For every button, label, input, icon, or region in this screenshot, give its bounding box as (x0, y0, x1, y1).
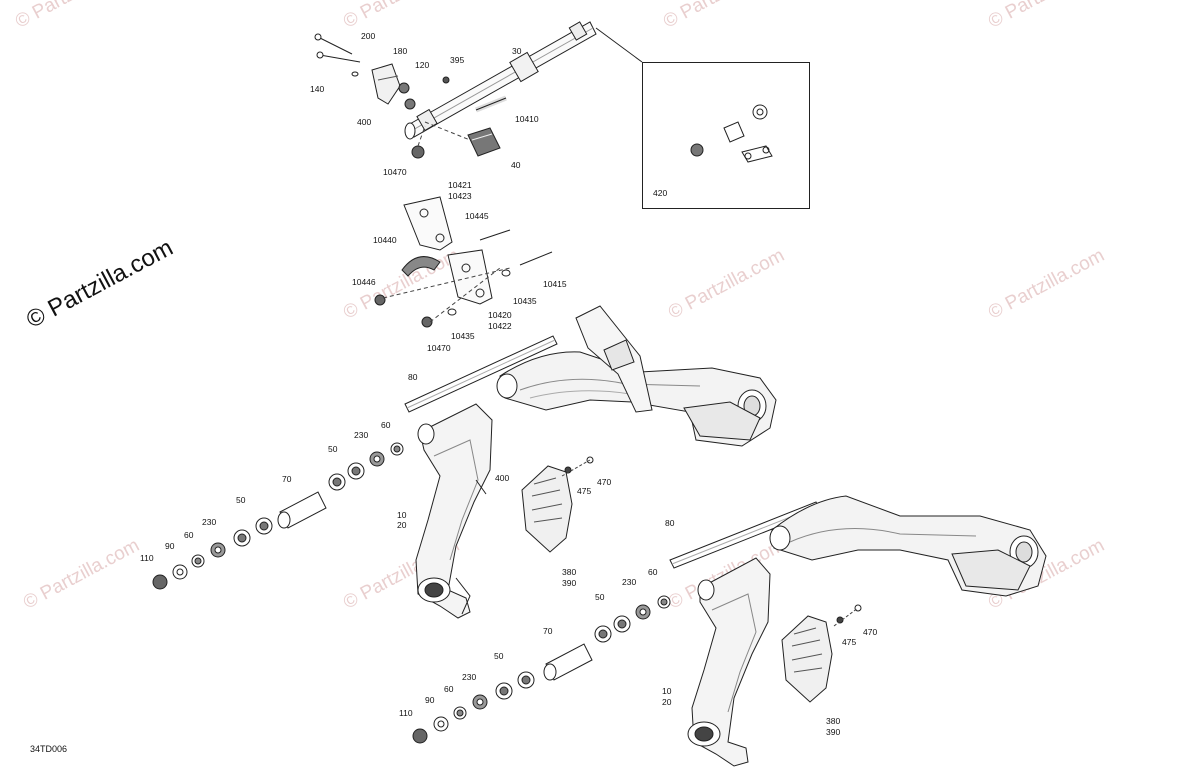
bolt-10410 (475, 95, 507, 113)
protective-cover-left (521, 465, 573, 553)
callout-label[interactable]: 50 (328, 444, 338, 454)
nut (374, 294, 433, 328)
callout-label[interactable]: 380 (562, 567, 577, 577)
callout-label[interactable]: 120 (415, 60, 430, 70)
callout-label[interactable]: 10440 (373, 235, 397, 245)
callout-label[interactable]: 90 (165, 541, 175, 551)
callout-label[interactable]: 380 (826, 716, 841, 726)
callout-label[interactable]: 475 (842, 637, 857, 647)
callout-label[interactable]: 10435 (451, 331, 475, 341)
washer (447, 269, 511, 316)
callout-label[interactable]: 10 (397, 510, 407, 520)
callout-label[interactable]: 10470 (427, 343, 451, 353)
callout-label[interactable]: 80 (408, 372, 418, 382)
link-plate-upper (403, 196, 453, 251)
callout-label[interactable]: 475 (577, 486, 592, 496)
callout-label[interactable]: 10470 (383, 167, 407, 177)
bearing-stack-lower (412, 595, 671, 744)
callout-label[interactable]: 70 (543, 626, 553, 636)
trailing-arm-lower (769, 495, 1047, 597)
bolt (314, 33, 361, 63)
callout-label[interactable]: 230 (202, 517, 217, 527)
swing-arm-left (415, 403, 493, 619)
callout-label[interactable]: 60 (381, 420, 391, 430)
bracket (371, 63, 401, 105)
callout-label[interactable]: 395 (450, 55, 465, 65)
nut (398, 82, 416, 110)
swing-arm-right (687, 557, 771, 767)
callout-label[interactable]: 400 (357, 117, 372, 127)
callout-label[interactable]: 200 (361, 31, 376, 41)
callout-label[interactable]: 60 (648, 567, 658, 577)
callout-label[interactable]: 50 (494, 651, 504, 661)
callout-label[interactable]: 420 (653, 188, 668, 198)
callout-label[interactable]: 60 (444, 684, 454, 694)
callout-label[interactable]: 60 (184, 530, 194, 540)
callout-label[interactable]: 180 (393, 46, 408, 56)
callout-label[interactable]: 10415 (543, 279, 567, 289)
link-plate-lower (447, 249, 493, 305)
callout-label[interactable]: 10445 (465, 211, 489, 221)
callout-label[interactable]: 90 (425, 695, 435, 705)
callout-label[interactable]: 40 (511, 160, 521, 170)
flange-nut (411, 145, 425, 159)
washer (351, 71, 359, 77)
diagram-code: 34TD006 (30, 744, 68, 754)
callout-label[interactable]: 20 (662, 697, 672, 707)
callout-label[interactable]: 470 (863, 627, 878, 637)
pivot-shaft-upper (404, 335, 558, 413)
bolt (836, 604, 862, 624)
callout-label[interactable]: 400 (495, 473, 510, 483)
callout-label[interactable]: 10446 (352, 277, 376, 287)
callout-label[interactable]: 230 (354, 430, 369, 440)
callout-label[interactable]: 10422 (488, 321, 512, 331)
callout-label[interactable]: 390 (562, 578, 577, 588)
callout-label[interactable]: 10423 (448, 191, 472, 201)
callout-label[interactable]: 70 (282, 474, 292, 484)
callout-label[interactable]: 230 (622, 577, 637, 587)
callout-label[interactable]: 390 (826, 727, 841, 737)
stabilizer-shaft (404, 21, 643, 140)
bearing-stack-upper (152, 442, 404, 590)
bolt (479, 229, 553, 266)
protective-cover-right (781, 615, 833, 703)
callout-label[interactable]: 10421 (448, 180, 472, 190)
callout-label[interactable]: 10410 (515, 114, 539, 124)
callout-label[interactable]: 20 (397, 520, 407, 530)
callout-label[interactable]: 230 (462, 672, 477, 682)
callout-label[interactable]: 80 (665, 518, 675, 528)
callout-label[interactable]: 10420 (488, 310, 512, 320)
half-clamp (401, 256, 441, 277)
callout-label[interactable]: 50 (595, 592, 605, 602)
nut (442, 76, 450, 84)
shock-bracket (575, 305, 653, 413)
inset-parts (690, 104, 773, 163)
callout-label[interactable]: 30 (512, 46, 522, 56)
callout-label[interactable]: 10 (662, 686, 672, 696)
callout-label[interactable]: 110 (140, 553, 154, 563)
callout-label[interactable]: 140 (310, 84, 325, 94)
callout-label[interactable]: 50 (236, 495, 246, 505)
detail-inset-box (642, 62, 810, 209)
bushing-block-40 (467, 127, 501, 157)
callout-label[interactable]: 470 (597, 477, 612, 487)
callout-label[interactable]: 10435 (513, 296, 537, 306)
bolt (564, 456, 594, 474)
callout-label[interactable]: 110 (399, 708, 413, 718)
